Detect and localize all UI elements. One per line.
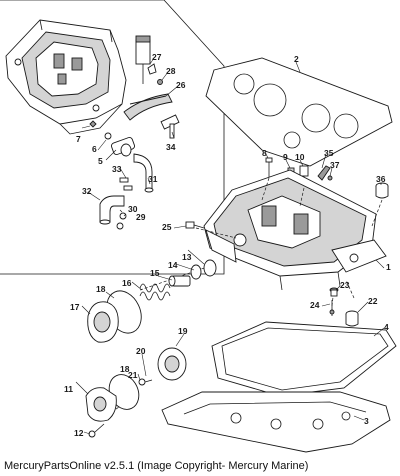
housing-1 xyxy=(203,169,387,291)
stud-24 xyxy=(329,300,335,316)
cover-17 xyxy=(87,301,119,343)
callout-28: 28 xyxy=(166,66,176,76)
callout-19: 19 xyxy=(178,326,188,336)
callout-21: 21 xyxy=(128,370,138,380)
callout-7: 7 xyxy=(76,134,81,144)
o-ring-14 xyxy=(190,264,202,280)
callout-30: 30 xyxy=(128,204,138,214)
seal-13 xyxy=(203,259,217,277)
callout-2: 2 xyxy=(294,54,299,64)
callout-18-lower: 18 xyxy=(120,364,130,374)
bracket-31 xyxy=(135,35,151,84)
callout-4: 4 xyxy=(384,322,389,332)
piston-15 xyxy=(168,275,191,287)
inset-detail-panel xyxy=(0,0,225,275)
screw-8 xyxy=(265,157,273,178)
image-copyright-caption: MercuryPartsOnline v2.5.1 (Image Copyrig… xyxy=(4,460,309,472)
clamp-33a xyxy=(119,177,129,183)
cap-22 xyxy=(345,310,359,327)
cover-11 xyxy=(85,387,117,422)
callout-14: 14 xyxy=(168,260,178,270)
callout-5: 5 xyxy=(98,156,103,166)
callout-23: 23 xyxy=(340,280,350,290)
callout-32: 32 xyxy=(82,186,92,196)
plug-23 xyxy=(329,287,339,297)
adapter-plate-assembly xyxy=(5,19,127,135)
diaphragm-19 xyxy=(157,347,187,381)
spring-16 xyxy=(139,283,171,301)
callout-34: 34 xyxy=(166,142,176,152)
callout-6: 6 xyxy=(92,144,97,154)
callout-1: 1 xyxy=(386,262,391,272)
callout-27: 27 xyxy=(152,52,162,62)
callout-8: 8 xyxy=(262,148,267,158)
fitting-34 xyxy=(160,114,180,139)
callout-29: 29 xyxy=(136,212,146,222)
callout-labels: 1 2 3 4 5 6 7 8 9 10 11 12 13 14 15 16 1… xyxy=(64,52,391,438)
callout-17: 17 xyxy=(70,302,80,312)
callout-16: 16 xyxy=(122,278,132,288)
screw-12 xyxy=(88,423,105,438)
callout-11: 11 xyxy=(64,384,73,394)
fitting-stack xyxy=(89,120,135,157)
plate-3 xyxy=(161,391,391,453)
callout-36: 36 xyxy=(376,174,386,184)
nut-37 xyxy=(327,175,333,181)
hose-33 xyxy=(133,153,154,193)
clamp-33b xyxy=(123,185,133,191)
callout-24: 24 xyxy=(310,300,320,310)
callout-13: 13 xyxy=(182,252,192,262)
washer-29 xyxy=(116,222,124,230)
callout-25: 25 xyxy=(162,222,172,232)
callout-33: 33 xyxy=(112,164,122,174)
gasket-2 xyxy=(205,57,393,167)
callout-26: 26 xyxy=(176,80,186,90)
callout-18-upper: 18 xyxy=(96,284,106,294)
strap-26 xyxy=(123,93,173,121)
callout-10: 10 xyxy=(295,152,305,162)
callout-20: 20 xyxy=(136,346,146,356)
sleeve-36 xyxy=(375,182,389,199)
callout-3: 3 xyxy=(364,416,369,426)
screw-21 xyxy=(138,378,153,386)
callout-35: 35 xyxy=(324,148,334,158)
callout-12: 12 xyxy=(74,428,84,438)
washer-30 xyxy=(119,212,127,220)
callout-leaders xyxy=(75,57,385,435)
callout-37: 37 xyxy=(330,160,340,170)
screw-28 xyxy=(157,79,163,85)
stud-35 xyxy=(317,165,331,181)
gasket-4 xyxy=(211,321,397,397)
elbow-32 xyxy=(99,195,125,225)
bolt-25 xyxy=(185,221,205,229)
callout-9: 9 xyxy=(283,152,288,162)
callout-31: 31 xyxy=(148,174,158,184)
callout-22: 22 xyxy=(368,296,378,306)
callout-15: 15 xyxy=(150,268,160,278)
clip-27 xyxy=(147,63,157,75)
